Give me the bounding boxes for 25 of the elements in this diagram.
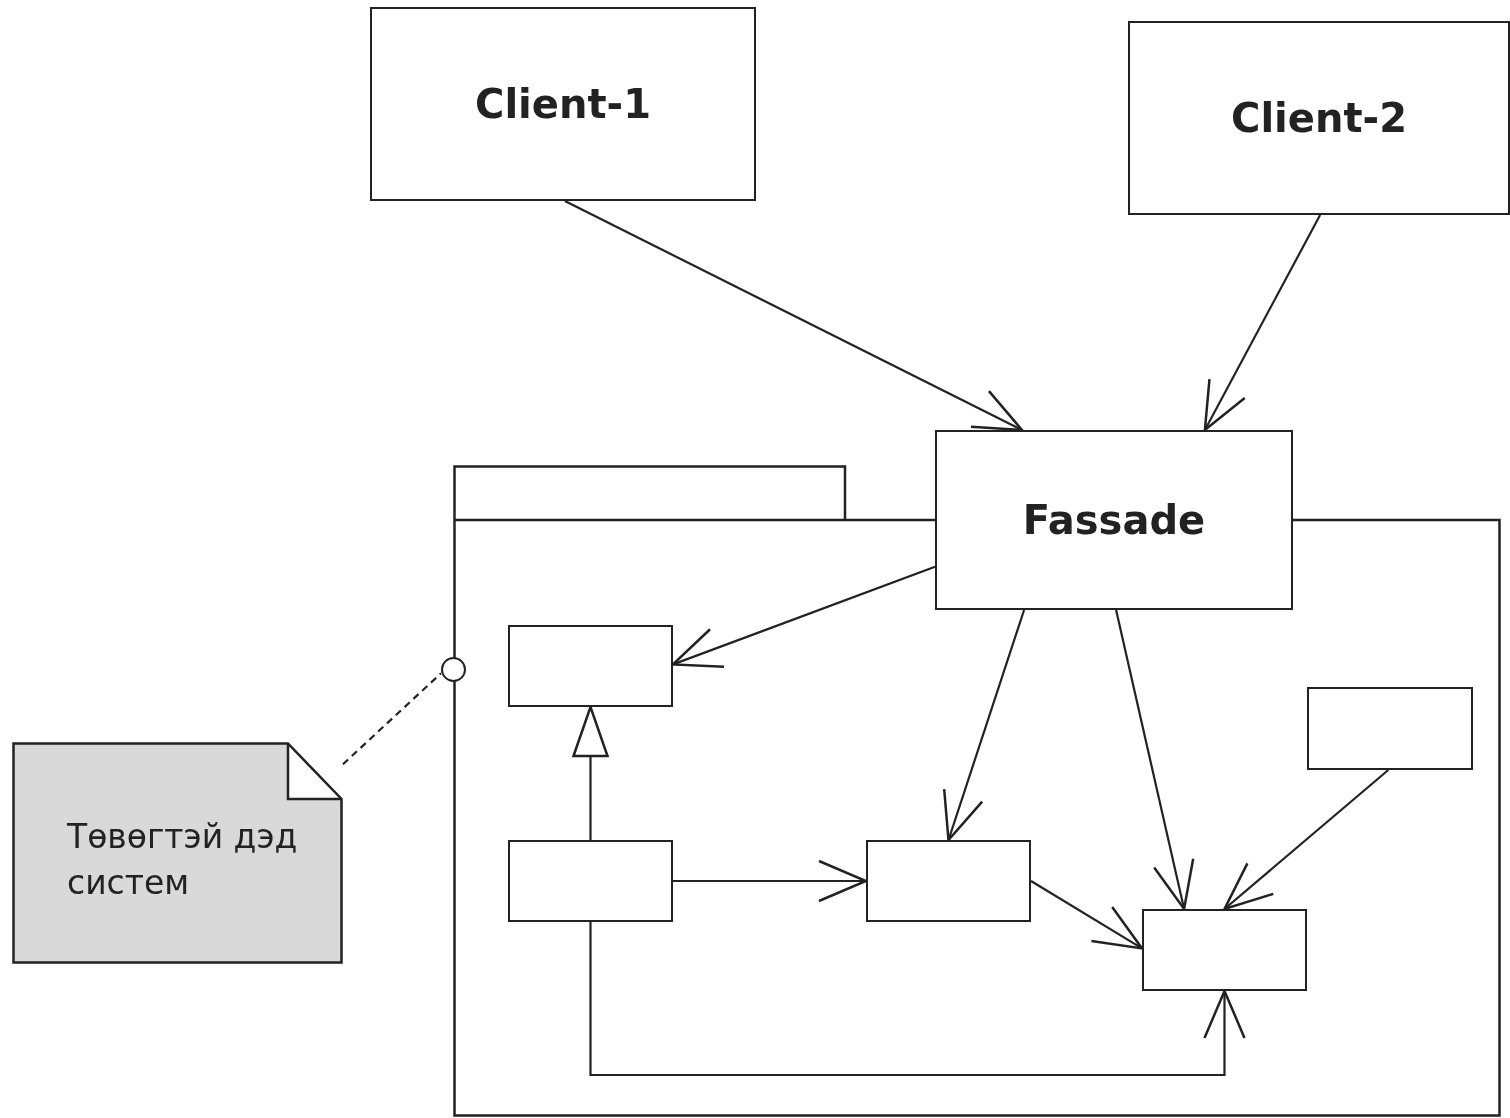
class-box (866, 840, 1031, 922)
client-box (1128, 21, 1510, 215)
interface-circle (441, 657, 466, 682)
class-box (508, 625, 673, 707)
dashed-line (342, 672, 442, 765)
note-text: Төвөгтэй дэд систем (67, 816, 299, 904)
facade-box (935, 430, 1293, 610)
arrow (1203, 214, 1322, 432)
class-name: Fassade (1022, 497, 1206, 543)
package-frame (453, 465, 1501, 1117)
class-box (508, 840, 673, 922)
arrow (589, 922, 1246, 1077)
class-box (1307, 687, 1473, 770)
arrow (673, 859, 868, 903)
client-box (370, 7, 756, 201)
arrow (942, 609, 1026, 842)
class-box (1142, 909, 1307, 991)
note-shape (12, 742, 343, 964)
class-name: Client-2 (1231, 95, 1407, 141)
arrow (564, 200, 1024, 432)
class-name: Client-1 (475, 81, 651, 127)
generalization-arrow (572, 705, 609, 840)
arrow (1223, 769, 1389, 911)
arrow (1115, 609, 1195, 911)
arrow (1030, 880, 1144, 950)
